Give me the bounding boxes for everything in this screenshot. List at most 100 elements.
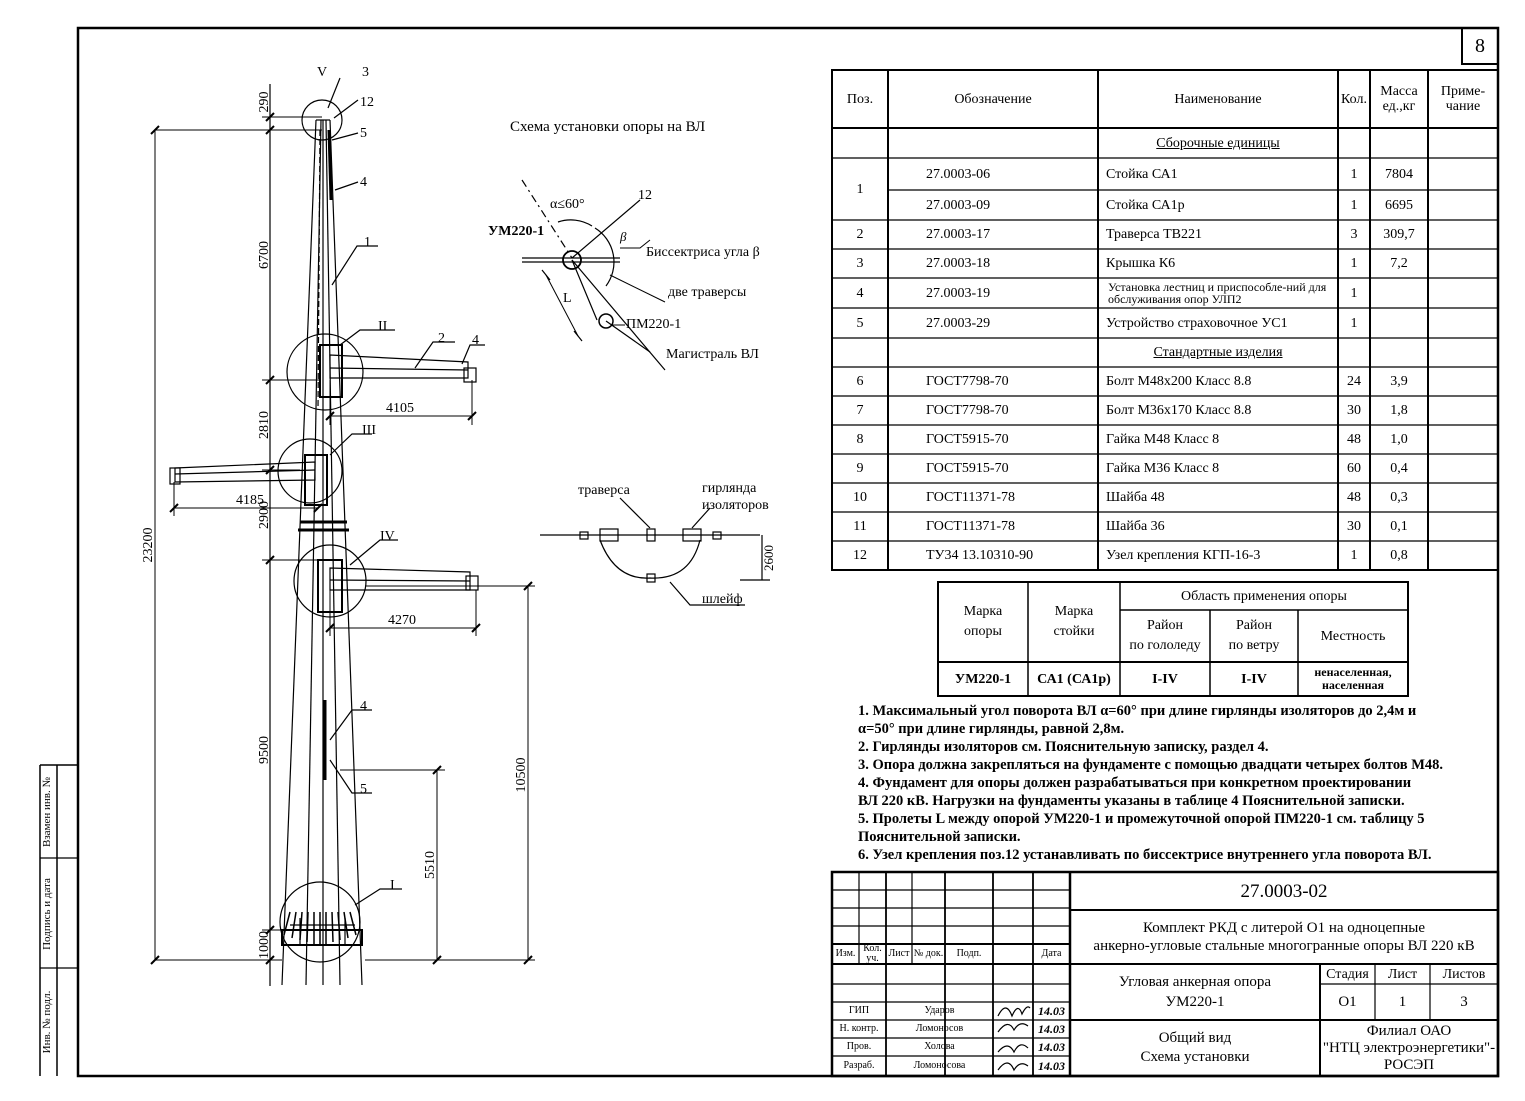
- note-line-1: 1. Максимальный угол поворота ВЛ α=60° п…: [858, 703, 1417, 719]
- row-1b-qty: 1: [1350, 197, 1358, 213]
- area-hdr-ice: Район по гололеду: [1120, 610, 1210, 662]
- hdr-note-1: Приме-: [1440, 84, 1486, 99]
- dim-6700: 6700: [257, 241, 272, 269]
- sheet-value: 1: [1398, 993, 1407, 1010]
- area-hdr-mark-support-2: опоры: [964, 624, 1002, 639]
- row-1b-des: 27.0003-09: [926, 197, 991, 213]
- detail-label-v: V: [317, 65, 327, 80]
- row-1-des: 27.0003-06: [926, 166, 991, 182]
- dim-2900: 2900: [257, 501, 272, 529]
- row-12-des: ТУ34 13.10310-90: [926, 548, 1034, 563]
- row-10-name: Шайба 48: [1106, 490, 1165, 505]
- row-4-qty: 1: [1350, 285, 1358, 301]
- area-hdr-mark-support-1: Марка: [963, 604, 1003, 619]
- stage-value: О1: [1338, 993, 1357, 1010]
- row-7-des: ГОСТ7798-70: [926, 403, 1009, 418]
- row-8-name: Гайка М48 Класс 8: [1106, 432, 1220, 447]
- scheme-garland-2: изоляторов: [702, 498, 769, 513]
- detail-label-iv: IV: [380, 529, 395, 544]
- dim-5510: 5510: [423, 851, 438, 879]
- row-10-des: ГОСТ11371-78: [926, 490, 1016, 505]
- scheme-um: УМ220-1: [488, 224, 544, 239]
- area-hdr-mark-support: Марка опоры: [938, 582, 1028, 662]
- row-7-name: Болт М36х170 Класс 8.8: [1106, 403, 1252, 418]
- scheme-garland-1: гирлянда: [702, 481, 757, 496]
- row-8-pos: 8: [856, 432, 864, 447]
- hdr-designation: Обозначение: [954, 91, 1032, 107]
- hdr-note-2: чание: [1445, 99, 1481, 114]
- row-2-des: 27.0003-17: [926, 227, 991, 242]
- area-row-wind: I-IV: [1241, 671, 1267, 687]
- object-title-2: УМ220-1: [1165, 994, 1225, 1010]
- scheme-alpha: α≤60°: [550, 197, 585, 212]
- note-line-9: 6. Узел крепления поз.12 устанавливать п…: [858, 847, 1432, 863]
- row-10-qty: 48: [1347, 490, 1361, 505]
- row-6-qty: 24: [1347, 374, 1361, 389]
- row-5-qty: 1: [1350, 315, 1358, 331]
- area-hdr-wind: Район по ветру: [1210, 610, 1298, 662]
- row-5-name: Устройство страховочное УС1: [1106, 315, 1288, 331]
- pos-label-12: 12: [360, 95, 374, 110]
- row-4-mass: [1370, 278, 1428, 308]
- organization: Филиал ОАО "НТЦ электроэнергетики"- РОСЭ…: [1320, 1020, 1498, 1076]
- area-hdr-mark-post-2: стойки: [1053, 624, 1095, 639]
- row-3-name: Крышка К6: [1106, 256, 1176, 271]
- dim-10500: 10500: [514, 758, 529, 793]
- pos-label-2: 2: [438, 331, 445, 346]
- area-row-terrain-2: населенная: [1321, 678, 1385, 692]
- row-11-name: Шайба 36: [1106, 519, 1165, 534]
- scheme-dim-2600: 2600: [761, 545, 776, 571]
- scheme-title: Схема установки опоры на ВЛ: [510, 119, 705, 135]
- sheets-header: Листов: [1442, 966, 1486, 982]
- col-sheet: Лист: [888, 948, 910, 959]
- row-6-des: ГОСТ7798-70: [926, 374, 1009, 389]
- dim-9500: 9500: [257, 736, 272, 764]
- row-1-qty: 1: [1350, 166, 1358, 182]
- col-change: Изм.: [835, 948, 856, 959]
- hdr-mass: Масса ед.,кг: [1370, 70, 1428, 128]
- col-docno: № док.: [913, 948, 944, 959]
- col-date: Дата: [1041, 948, 1062, 959]
- dim-4185: 4185: [236, 493, 264, 508]
- row-9-des: ГОСТ5915-70: [926, 461, 1009, 476]
- scheme-loop: шлейф: [702, 592, 743, 607]
- hdr-name: Наименование: [1174, 91, 1262, 107]
- area-hdr-application: Область применения опоры: [1181, 588, 1347, 604]
- row-8-des: ГОСТ5915-70: [926, 432, 1009, 447]
- note-line-4: 3. Опора должна закрепляться на фундамен…: [858, 757, 1443, 773]
- stamp-orig: Инв. № подл.: [41, 990, 53, 1053]
- doc-code: 27.0003-02: [1240, 880, 1328, 902]
- document-title-2: Схема установки: [1140, 1049, 1250, 1065]
- dim-2810: 2810: [257, 411, 272, 439]
- row-12-mass: 0,8: [1390, 548, 1408, 563]
- row-9-qty: 60: [1347, 461, 1361, 476]
- name-gip: Ударов: [924, 1005, 955, 1016]
- object-title-1: Угловая анкерная опора: [1118, 974, 1272, 990]
- row-2-mass: 309,7: [1383, 227, 1415, 242]
- row-12-pos: 12: [853, 548, 867, 563]
- row-3-qty: 1: [1350, 256, 1358, 271]
- project-title: Комплект РКД с литерой О1 на одноцепные …: [1070, 910, 1498, 964]
- date-gip: 14.03: [1038, 1004, 1065, 1018]
- row-8-mass: 1,0: [1390, 432, 1408, 447]
- area-hdr-ice-1: Район: [1147, 618, 1183, 633]
- scheme-beta: β: [619, 229, 627, 244]
- note-line-5: 4. Фундамент для опоры должен разрабатыв…: [858, 775, 1412, 791]
- row-5-mass: [1370, 308, 1428, 338]
- row-1-name: Стойка СА1: [1106, 166, 1178, 182]
- organization-1: Филиал ОАО: [1366, 1022, 1452, 1039]
- hdr-pos: Поз.: [846, 91, 874, 107]
- area-row-terrain: ненаселенная, населенная: [1298, 662, 1408, 696]
- document-title-1: Общий вид: [1158, 1030, 1232, 1046]
- row-11-qty: 30: [1347, 519, 1361, 534]
- row-2-name: Траверса ТВ221: [1106, 227, 1202, 242]
- row-7-qty: 30: [1347, 403, 1361, 418]
- name-norm: Ломоносов: [915, 1023, 964, 1034]
- row-9-pos: 9: [856, 461, 864, 476]
- pos-label-5: 5: [360, 126, 367, 141]
- area-row-ice: I-IV: [1152, 671, 1178, 687]
- row-7-pos: 7: [856, 403, 864, 418]
- hdr-qty: Кол.: [1341, 91, 1367, 107]
- sheet-header: Лист: [1387, 966, 1418, 982]
